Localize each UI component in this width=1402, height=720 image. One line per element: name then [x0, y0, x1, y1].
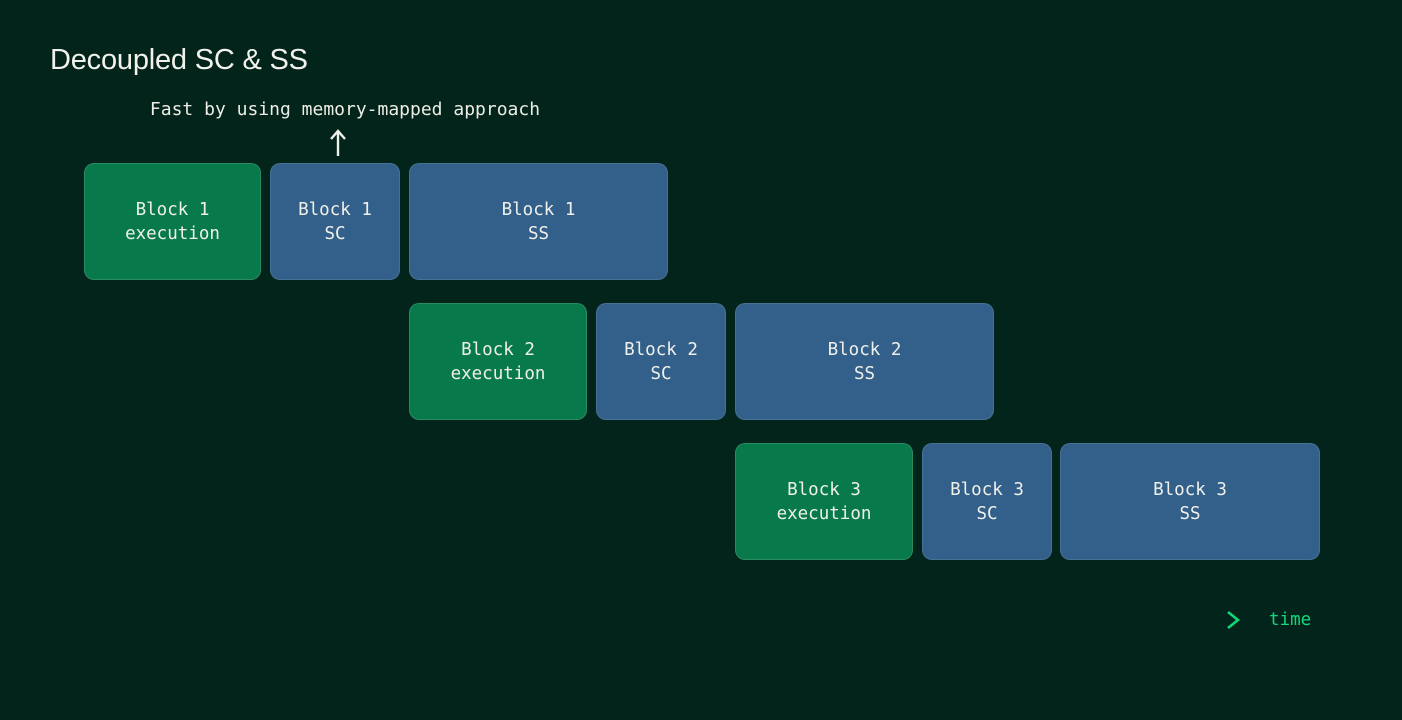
block-label-line1: Block 2	[624, 339, 698, 360]
block-2-execution: Block 2 execution	[409, 303, 587, 420]
block-label-line1: Block 2	[827, 339, 902, 360]
block-label-line2: SS	[853, 363, 876, 384]
block-label-line2: SC	[976, 503, 998, 524]
time-axis-label: time	[1269, 610, 1312, 630]
block-3-execution: Block 3 execution	[735, 443, 913, 560]
block-label-line2: SC	[650, 363, 672, 384]
block-label-line1: Block 3	[787, 479, 861, 500]
annotation-text: Fast by using memory-mapped approach	[149, 99, 541, 120]
block-label-line2: SS	[527, 223, 550, 244]
block-label-line1: Block 1	[135, 199, 210, 220]
page-title: Decoupled SC & SS	[50, 44, 308, 76]
block-label-line1: Block 3	[1153, 479, 1227, 500]
block-1-ss: Block 1 SS	[409, 163, 668, 280]
block-label-line1: Block 2	[461, 339, 535, 360]
block-1-sc: Block 1 SC	[270, 163, 400, 280]
block-1-execution: Block 1 execution	[84, 163, 261, 280]
block-3-sc: Block 3 SC	[922, 443, 1052, 560]
block-2-sc: Block 2 SC	[596, 303, 726, 420]
time-axis-arrow-right-icon	[88, 610, 1241, 630]
block-label-line2: SC	[324, 223, 346, 244]
block-2-ss: Block 2 SS	[735, 303, 994, 420]
block-3-ss: Block 3 SS	[1060, 443, 1320, 560]
block-label-line2: execution	[776, 503, 872, 524]
block-label-line2: execution	[450, 363, 546, 384]
block-label-line1: Block 1	[298, 199, 372, 220]
block-label-line1: Block 1	[501, 199, 576, 220]
block-label-line1: Block 3	[950, 479, 1024, 500]
arrow-up-icon	[330, 129, 346, 156]
block-label-line2: execution	[125, 223, 220, 244]
block-label-line2: SS	[1179, 503, 1201, 524]
